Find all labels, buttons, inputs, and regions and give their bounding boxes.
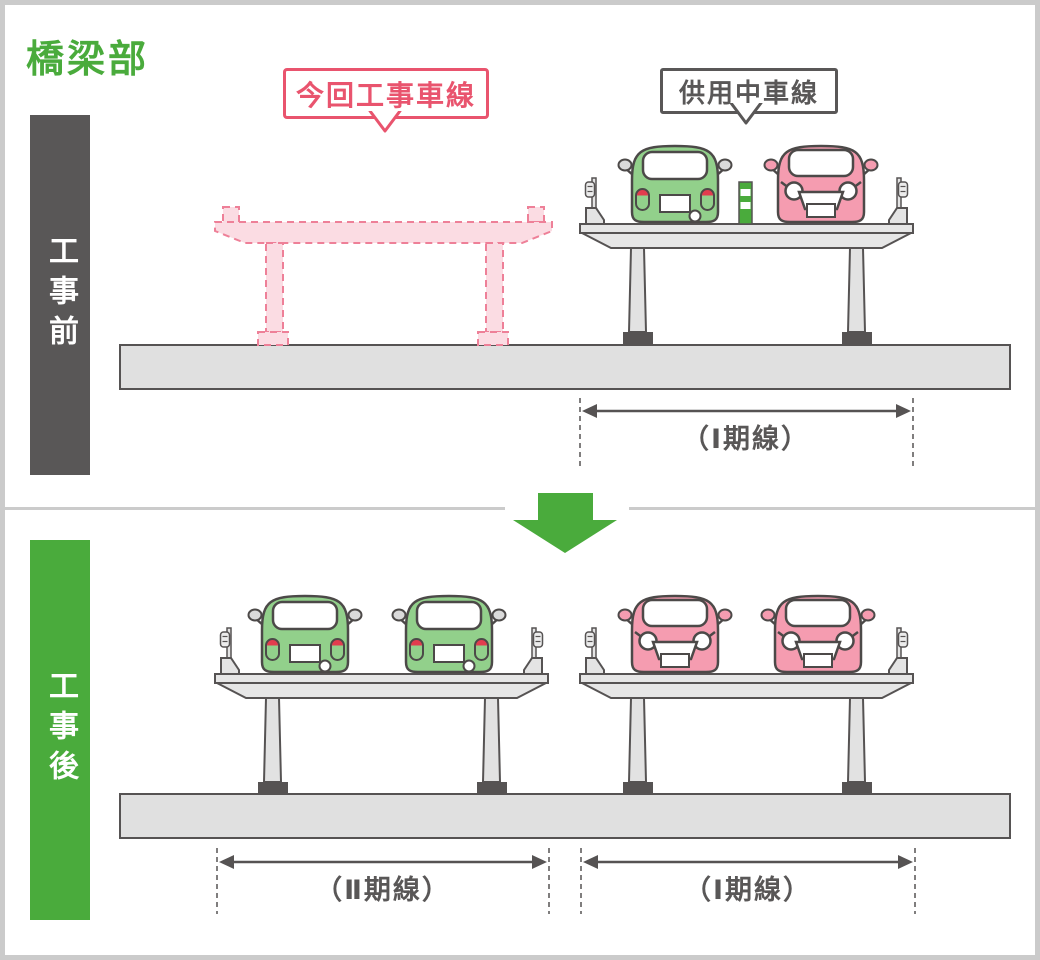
green-car-rear-after-1 [247,594,363,676]
callout-inservice-label: 供用中車線 [678,77,819,108]
down-arrow [513,493,617,553]
pink-car-front-after-2 [760,594,876,676]
scene-after: （Ⅱ期線） （Ⅰ期線） [119,594,1011,914]
ground-before [119,344,1011,390]
green-car-rear-before [617,144,733,226]
before-section-label: 工事前 [44,235,77,355]
before-section-bar: 工事前 [30,115,90,475]
pink-car-front-before [763,144,879,226]
bridge-phase1-after [579,627,914,796]
after-section-label: 工事後 [44,670,77,790]
callout-construction-label: 今回工事車線 [295,79,476,111]
phase2-label-after: （Ⅱ期線） [315,874,451,905]
callout-inservice-pointer [729,103,763,125]
page-title: 橋梁部 [26,39,150,81]
pink-car-front-after-1 [617,594,733,676]
dimension-phase1-before [579,398,914,466]
green-car-rear-after-2 [391,594,507,676]
dimension-phase2-after [216,848,550,914]
phase1-label-before: （Ⅰ期線） [682,423,810,454]
phase1-label-after: （Ⅰ期線） [684,874,812,905]
scene-before: （Ⅰ期線） [119,144,1011,466]
after-section-bar: 工事後 [30,540,90,920]
ground-after [119,793,1011,839]
callout-construction-pointer [368,111,402,133]
dimension-phase1-after [580,848,916,914]
planned-bridge-dashed [214,206,553,346]
delineator-post [738,181,753,225]
